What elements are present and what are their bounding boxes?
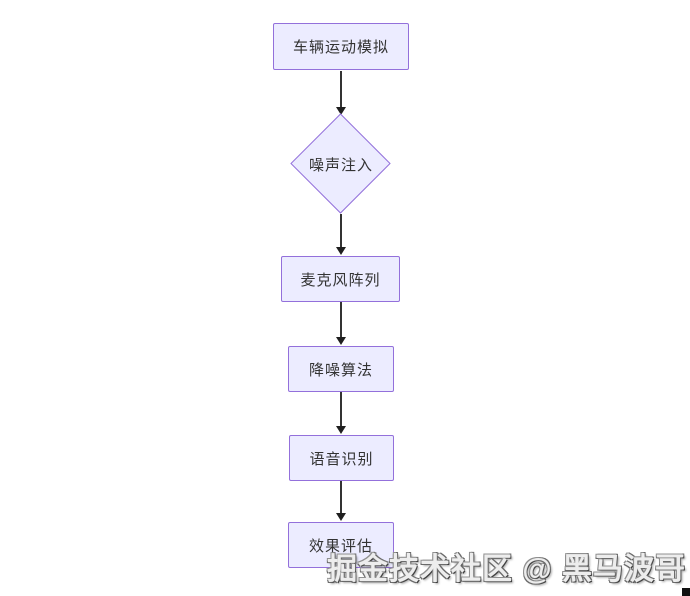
arrowhead-down-icon [336,513,346,521]
arrow-line [340,214,342,248]
flowchart-node-effect-evaluation: 效果评估 [288,522,394,568]
arrow-line [340,71,342,108]
arrow-line [340,392,342,427]
arrowhead-down-icon [336,337,346,345]
flow-arrow-down [336,392,346,434]
corner-black-square [682,588,690,596]
flowchart-node-vehicle-motion-sim: 车辆运动模拟 [273,23,409,70]
arrow-line [340,302,342,338]
flow-arrow-down [336,214,346,255]
node-label: 效果评估 [308,537,373,555]
arrowhead-down-icon [336,247,346,255]
flow-arrow-down [336,481,346,521]
flowchart-node-microphone-array: 麦克风阵列 [281,256,400,302]
node-label: 降噪算法 [308,361,373,379]
flowchart-node-noise-injection: 噪声注入 [290,113,391,214]
node-label: 语音识别 [309,450,374,468]
node-label: 车辆运动模拟 [292,39,389,56]
flow-arrow-down [336,302,346,345]
arrow-line [340,481,342,514]
node-label: 麦克风阵列 [300,271,381,289]
flowchart-node-speech-recognition: 语音识别 [289,435,394,481]
node-label: 噪声注入 [308,156,373,174]
arrowhead-down-icon [336,107,346,115]
watermark-text: 掘金技术社区 @ 黑马波哥 [327,553,686,586]
flowchart-node-denoise-algorithm: 降噪算法 [288,346,394,392]
flow-arrow-down [336,71,346,115]
arrowhead-down-icon [336,426,346,434]
